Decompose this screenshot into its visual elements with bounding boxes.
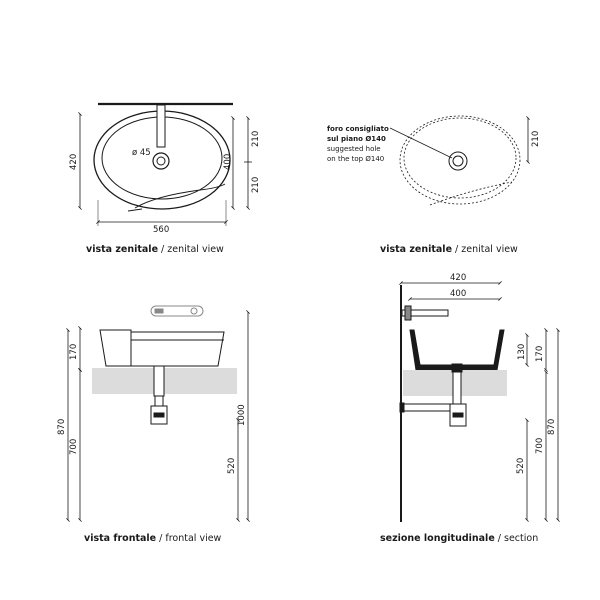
section-170-label: 170 — [535, 346, 545, 362]
hole-note-line3: suggested hole — [327, 145, 381, 153]
depth-210-top-label: 210 — [251, 131, 261, 147]
section-caption: sezione longitudinale / section — [380, 533, 538, 544]
section-420-label: 420 — [450, 273, 466, 283]
section-view: 420 400 130 170 870 700 520 sezione long… — [380, 273, 560, 544]
zenital-caption: vista zenitale / zenital view — [86, 244, 224, 255]
frontal-1000-label: 1000 — [237, 404, 247, 426]
section-870-label: 870 — [547, 419, 557, 435]
frontal-520-label: 520 — [227, 458, 237, 474]
hole-note-line2: sul piano Ø140 — [327, 135, 386, 143]
hole-depth-210-label: 210 — [531, 131, 541, 147]
section-400-label: 400 — [450, 289, 466, 299]
frontal-caption: vista frontale / frontal view — [84, 533, 222, 544]
width-560-label: 560 — [153, 225, 169, 235]
zenital-hole-caption: vista zenitale / zenital view — [380, 244, 518, 255]
zenital-view: ø 45 560 420 400 210 210 vista zenitale … — [69, 102, 261, 255]
section-520-label: 520 — [516, 458, 526, 474]
frontal-view: 170 870 700 1000 520 vista frontale / fr… — [57, 305, 250, 544]
basin-outline-dashed — [399, 115, 521, 206]
frontal-700-label: 700 — [69, 439, 79, 455]
leader-line — [389, 127, 453, 159]
depth-420-label: 420 — [69, 154, 79, 170]
spout-top — [156, 104, 166, 148]
frontal-870-label: 870 — [57, 419, 67, 435]
frontal-170-label: 170 — [69, 344, 79, 360]
siphon-front — [150, 365, 168, 425]
zenital-hole-view: foro consigliato sul piano Ø140 suggeste… — [327, 115, 541, 255]
depth-400-label: 400 — [223, 154, 233, 170]
siphon-section — [399, 363, 467, 427]
hole-note-line4: on the top Ø140 — [327, 155, 384, 163]
drain-top — [152, 152, 170, 170]
basin-front — [99, 329, 225, 367]
depth-210-bottom-label: 210 — [251, 177, 261, 193]
section-130-label: 130 — [517, 344, 527, 360]
faucet-front — [150, 305, 204, 317]
spout-section — [401, 305, 449, 321]
hole-note-line1: foro consigliato — [327, 125, 389, 133]
drain-diameter-label: ø 45 — [132, 148, 151, 158]
suggested-hole — [448, 151, 468, 171]
section-700-label: 700 — [535, 438, 545, 454]
